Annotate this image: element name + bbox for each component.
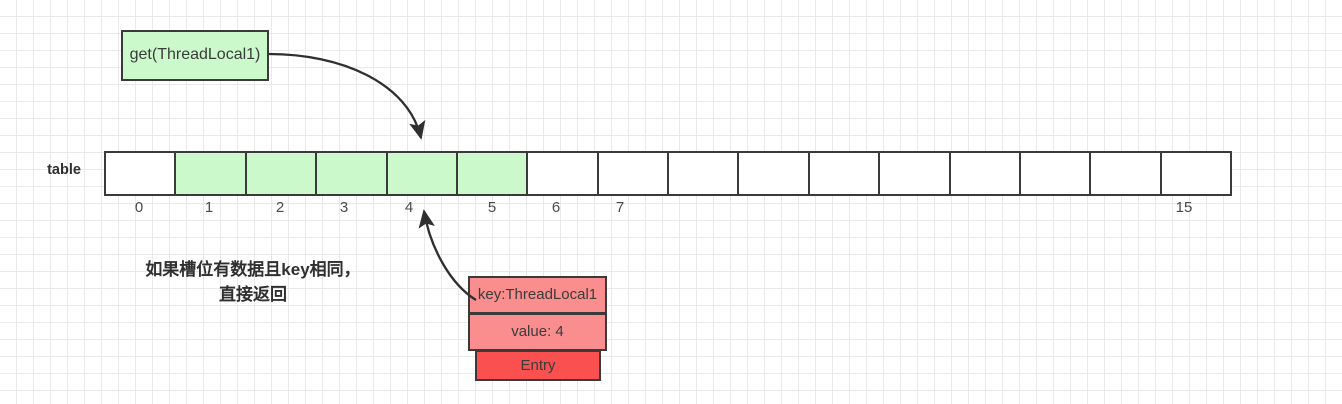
table-index-0: 0 bbox=[134, 199, 144, 216]
note-text: 如果槽位有数据且key相同， 直接返回 bbox=[118, 258, 388, 307]
table-cell-12[interactable] bbox=[948, 151, 1021, 196]
table-cell-1[interactable] bbox=[174, 151, 247, 196]
table-row bbox=[104, 151, 1232, 196]
table-cell-2[interactable] bbox=[244, 151, 318, 196]
note-line-1: 如果槽位有数据且key相同， bbox=[145, 260, 361, 279]
table-index-15: 15 bbox=[1175, 199, 1193, 216]
table-index-row: 0 1 2 3 4 5 6 7 15 bbox=[104, 199, 1232, 219]
call-box-get-threadlocal1[interactable]: get(ThreadLocal1) bbox=[121, 30, 269, 81]
note-line-2: 直接返回 bbox=[219, 284, 287, 304]
call-box-label: get(ThreadLocal1) bbox=[129, 46, 261, 64]
table-cell-14[interactable] bbox=[1089, 151, 1162, 196]
table-cell-9[interactable] bbox=[737, 151, 810, 196]
table-cell-5[interactable] bbox=[455, 151, 529, 196]
table-cell-7[interactable] bbox=[596, 151, 669, 196]
entry-value-box[interactable]: value: 4 bbox=[468, 313, 607, 351]
table-cell-3[interactable] bbox=[315, 151, 388, 196]
table-cell-15[interactable] bbox=[1159, 151, 1232, 196]
entry-value-label: value: 4 bbox=[511, 323, 564, 341]
table-cell-0[interactable] bbox=[104, 151, 177, 196]
table-index-5: 5 bbox=[487, 199, 497, 216]
table-cell-8[interactable] bbox=[667, 151, 740, 196]
table-cell-11[interactable] bbox=[878, 151, 951, 196]
call-to-slot-arrow bbox=[268, 52, 426, 140]
entry-key-label: key:ThreadLocal1 bbox=[477, 286, 598, 304]
table-cell-4[interactable] bbox=[385, 151, 458, 196]
table-cell-13[interactable] bbox=[1018, 151, 1092, 196]
table-index-1: 1 bbox=[204, 199, 214, 216]
entry-type-label: Entry bbox=[520, 356, 556, 374]
table-index-4: 4 bbox=[404, 199, 414, 216]
entry-key-box[interactable]: key:ThreadLocal1 bbox=[468, 276, 607, 314]
table-cell-6[interactable] bbox=[526, 151, 599, 196]
table-index-2: 2 bbox=[275, 199, 285, 216]
table-cell-10[interactable] bbox=[807, 151, 881, 196]
table-label: table bbox=[47, 162, 81, 178]
table-index-3: 3 bbox=[339, 199, 349, 216]
table-index-6: 6 bbox=[551, 199, 561, 216]
entry-type-box[interactable]: Entry bbox=[475, 350, 601, 381]
table-index-7: 7 bbox=[615, 199, 625, 216]
